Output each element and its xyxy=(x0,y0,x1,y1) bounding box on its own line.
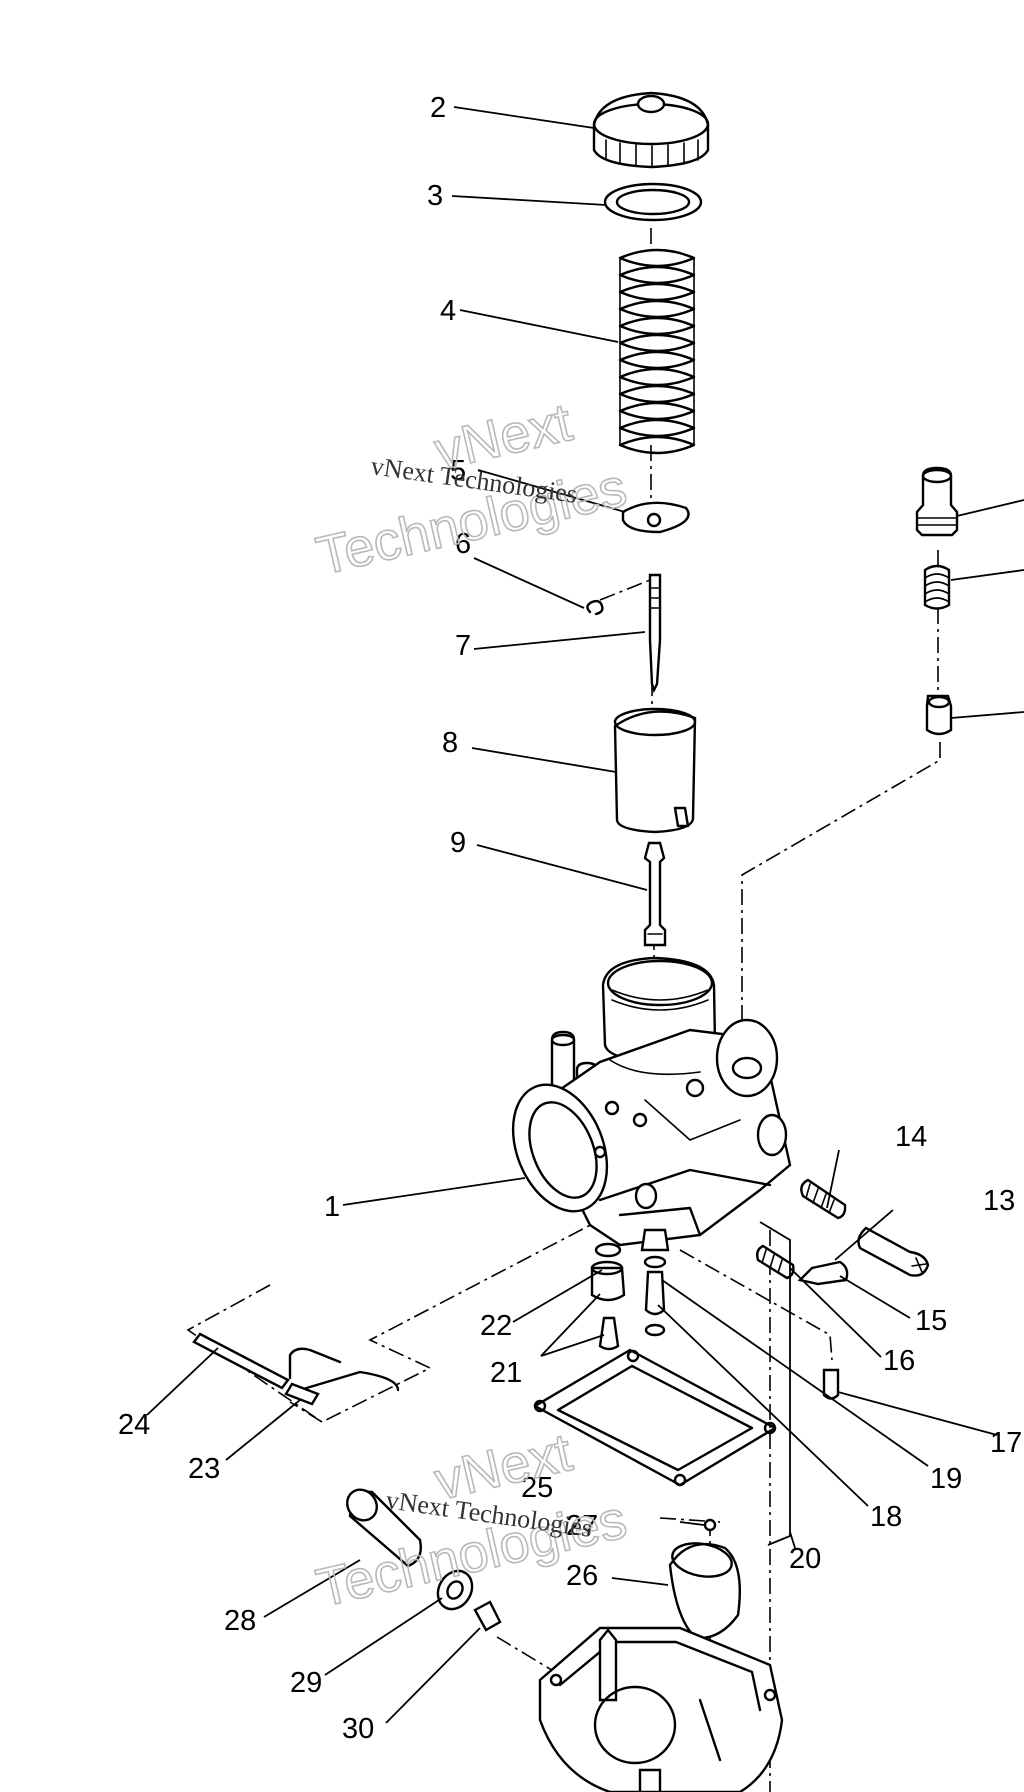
callout-labels: 2 3 4 5 6 7 8 9 1 13 14 15 16 17 18 19 2… xyxy=(118,92,1022,1745)
callout-29: 29 xyxy=(290,1667,322,1699)
part-4-spring xyxy=(618,248,696,455)
callout-1: 1 xyxy=(324,1191,340,1223)
part-7-needle xyxy=(648,573,662,694)
callout-19: 19 xyxy=(930,1463,962,1495)
parts-18-22-jets xyxy=(590,1242,667,1351)
callout-22: 22 xyxy=(480,1310,512,1342)
callout-4: 4 xyxy=(440,295,456,327)
callout-17: 17 xyxy=(990,1427,1022,1459)
part-2-cap xyxy=(592,91,710,169)
callout-6: 6 xyxy=(455,528,471,560)
callout-14: 14 xyxy=(895,1121,927,1153)
callout-18: 18 xyxy=(870,1501,902,1533)
callout-9: 9 xyxy=(450,827,466,859)
parts-26-30 xyxy=(346,1488,784,1792)
part-6-clip xyxy=(586,599,604,616)
callout-20: 20 xyxy=(789,1543,821,1575)
callout-25: 25 xyxy=(521,1472,553,1504)
part-25-gasket xyxy=(533,1348,777,1487)
callout-23: 23 xyxy=(188,1453,220,1485)
part-5-plate xyxy=(621,501,690,534)
part-3-washer xyxy=(603,182,703,222)
callout-2: 2 xyxy=(430,92,446,124)
part-8-slide xyxy=(613,707,697,834)
callout-27: 27 xyxy=(566,1510,598,1542)
callout-5: 5 xyxy=(450,455,466,487)
callout-21: 21 xyxy=(490,1357,522,1389)
callout-26: 26 xyxy=(566,1560,598,1592)
part-1-carburetor-body xyxy=(511,956,792,1252)
callout-15: 15 xyxy=(915,1305,947,1337)
leader-lines xyxy=(146,106,998,1724)
callout-13: 13 xyxy=(983,1185,1015,1217)
callout-7: 7 xyxy=(455,630,471,662)
callout-16: 16 xyxy=(883,1345,915,1377)
right-side-parts xyxy=(915,466,1024,736)
callout-28: 28 xyxy=(224,1605,256,1637)
callout-24: 24 xyxy=(118,1409,150,1441)
callout-8: 8 xyxy=(442,727,458,759)
callout-3: 3 xyxy=(427,180,443,212)
parts-23-24 xyxy=(192,1332,400,1406)
watermark-top: vNext Technologies vNext Technologies xyxy=(310,391,632,587)
callout-30: 30 xyxy=(342,1713,374,1745)
part-9-needle-jet xyxy=(643,841,667,947)
